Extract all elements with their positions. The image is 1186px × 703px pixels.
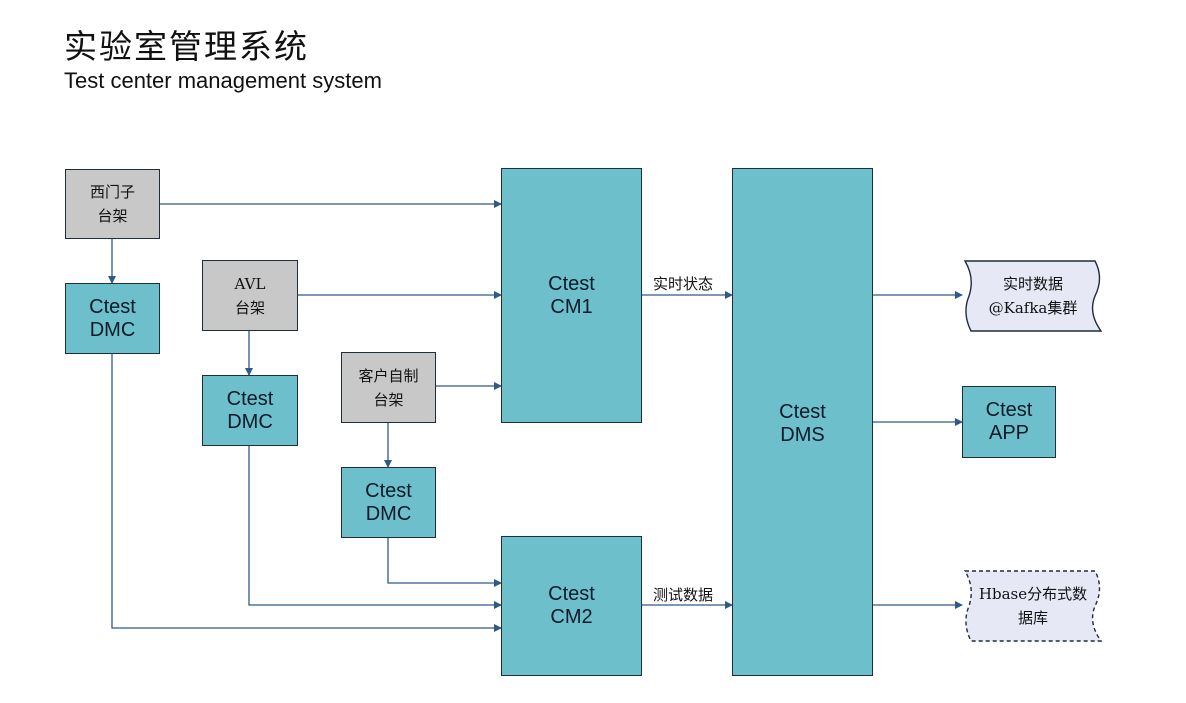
dmc-box-3: Ctest DMC: [341, 467, 436, 538]
siemens-rig-line-1: 西门子: [89, 183, 135, 201]
edge-dmc1-cm2: [111, 354, 502, 632]
kafka-store: 实时数据 @Kafka集群: [968, 261, 1098, 331]
custom-rig-box: 客户自制 台架: [341, 352, 436, 423]
hbase-line-1: Hbase分布式数: [978, 585, 1088, 603]
edge-label-test-data: 测试数据: [653, 586, 714, 604]
cm2-box: Ctest CM2: [501, 536, 642, 676]
avl-rig-line-1: AVL: [234, 274, 266, 293]
dmc-box-1: Ctest DMC: [65, 283, 160, 354]
app-box: Ctest APP: [962, 386, 1056, 458]
hbase-store: Hbase分布式数 据库: [968, 571, 1098, 641]
kafka-store-shape: [963, 260, 1103, 332]
dms-line-2: DMS: [780, 424, 825, 446]
avl-rig-line-2: 台架: [234, 298, 265, 317]
dmc-2-line-2: DMC: [227, 410, 273, 433]
dms-box: Ctest DMS: [732, 168, 873, 676]
cm2-line-2: CM2: [550, 606, 593, 628]
cm1-line-1: Ctest: [548, 273, 595, 295]
dmc-1-line-2: DMC: [89, 318, 136, 341]
dmc-1-line-1: Ctest: [89, 295, 136, 318]
cm1-box: Ctest CM1: [501, 168, 642, 423]
hbase-line-2: 据库: [1017, 609, 1048, 627]
siemens-rig-line-2: 台架: [97, 207, 128, 225]
custom-rig-line-1: 客户自制: [358, 366, 419, 385]
page-title: 实验室管理系统: [64, 27, 309, 66]
edge-label-realtime-status: 实时状态: [653, 275, 714, 293]
hbase-store-shape: [963, 570, 1103, 642]
avl-rig-box: AVL 台架: [202, 260, 298, 331]
dmc-2-line-1: Ctest: [226, 387, 274, 410]
siemens-rig-box: 西门子 台架: [65, 169, 160, 239]
cm1-line-2: CM1: [550, 296, 593, 318]
dmc-3-line-1: Ctest: [365, 479, 412, 502]
dmc-box-2: Ctest DMC: [202, 375, 298, 446]
app-line-1: Ctest: [985, 399, 1033, 421]
dmc-3-line-2: DMC: [365, 502, 412, 525]
cm2-line-1: Ctest: [548, 583, 595, 605]
page-subtitle: Test center management system: [64, 68, 382, 93]
custom-rig-line-2: 台架: [373, 390, 404, 409]
edge-dmc2-cm2: [248, 446, 502, 609]
dms-line-1: Ctest: [779, 401, 826, 423]
kafka-line-2: @Kafka集群: [988, 299, 1078, 317]
kafka-line-1: 实时数据: [1002, 275, 1063, 293]
edge-dmc3-cm2: [387, 538, 502, 587]
app-line-2: APP: [988, 422, 1030, 444]
